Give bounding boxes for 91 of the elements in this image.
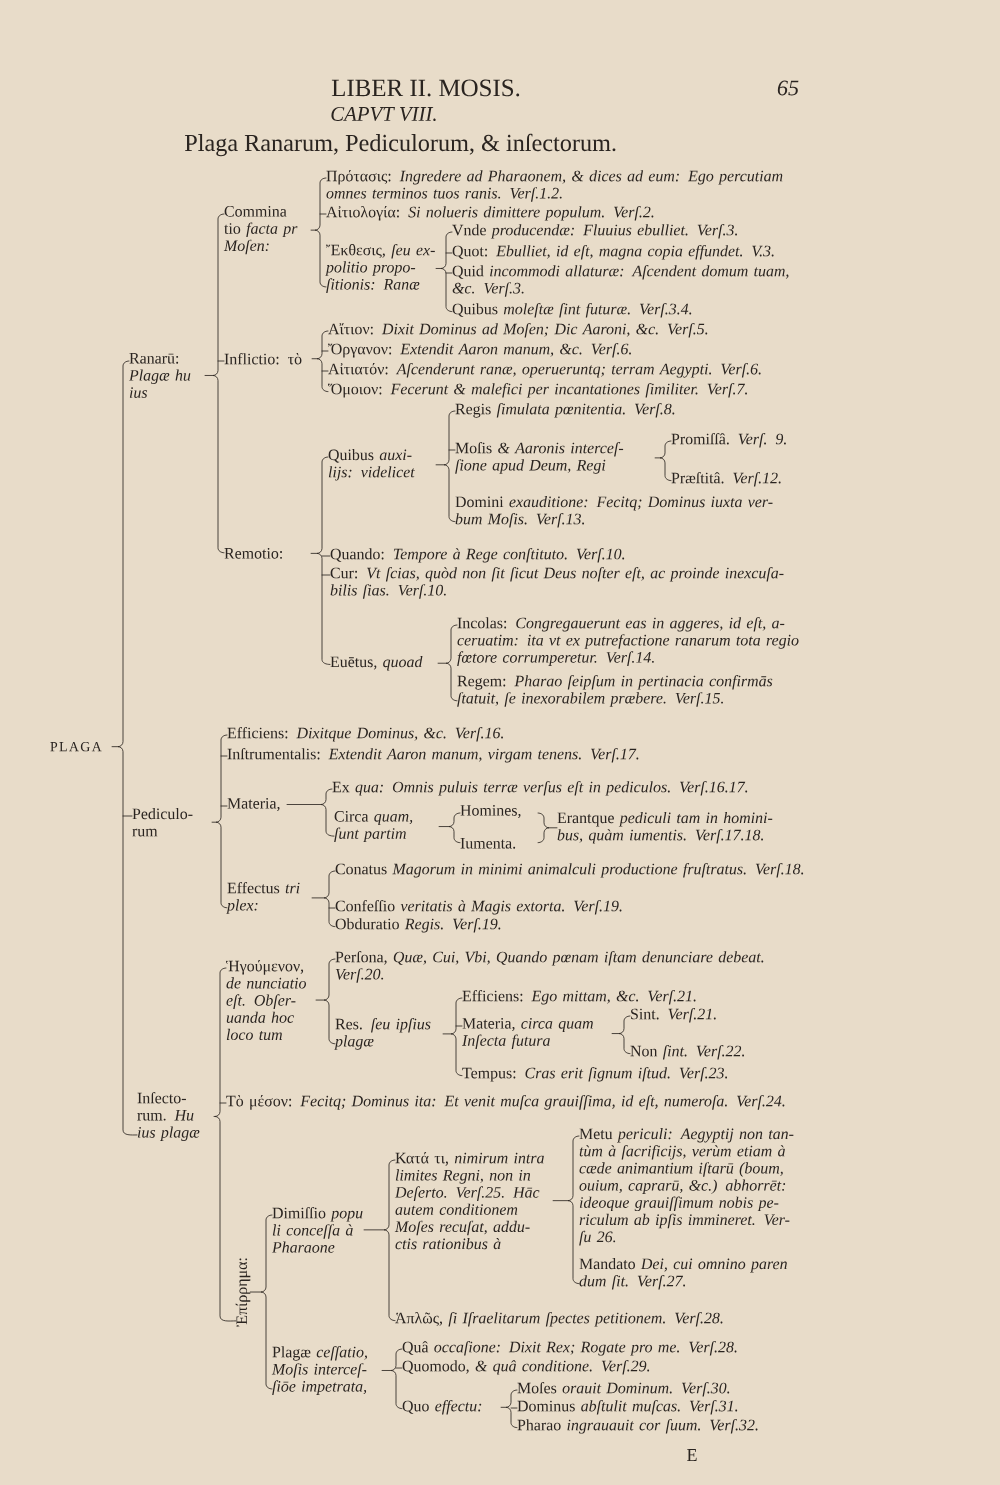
outline-heading: Quo effectu: <box>402 1400 482 1415</box>
outline-entry: Præſtitâ. Verſ.12. <box>671 472 781 487</box>
outline-heading: Quibus auxi- lijs: videlicet <box>328 449 415 481</box>
curly-brace <box>311 330 329 393</box>
outline-entry: Incolas: Congregauerunt eas in aggeres, id eſt, a- ceruatim: ita vt ex putrefactione ranarum tota regio fœtore corrumperetur. Verſ.14. <box>457 617 799 666</box>
curly-brace <box>552 1135 580 1285</box>
outline-heading: Ἔκθεσις, ſeu ex- politio propo- ſitionis: Ranæ <box>325 244 435 293</box>
outline-entry: Domini exauditione: Fecitq; Dominus iuxta ver- bum Moſis. Verſ.13. <box>455 496 773 528</box>
curly-brace <box>213 967 237 1322</box>
curly-brace <box>310 456 331 665</box>
outline-entry: Quando: Tempore à Rege conſtituto. Verſ.10. <box>330 548 625 563</box>
outline-heading: Inſecto- rum. Hu ius plagæ <box>137 1092 200 1141</box>
curly-brace <box>111 360 138 1136</box>
curly-brace <box>310 177 327 288</box>
outline-entry: Metu periculi: Aegyptij non tan- tùm à ſacrificijs, verùm etiam à cæde animantium iſtarū (boum, ouium, caprarū, &c.) abhorrēt: ideoque grauiſſimum nobis pe- riculum ab ipſis immineret. Ver- ſu 26. <box>579 1128 794 1246</box>
outline-entry: Quibus moleſtæ ſint futuræ. Verſ.3.4. <box>452 303 692 318</box>
outline-heading: Inflictio: τὸ <box>224 353 302 365</box>
outline-heading: Plagæ ceſſatio, Moſis interceſ- ſiōe impetrata, <box>271 1346 367 1395</box>
outline-entry: Promiſſâ. Verſ. 9. <box>671 433 786 448</box>
outline-heading: Moſis & Aaronis interceſ- ſione apud Deum, Regi <box>455 442 624 474</box>
curly-brace <box>442 997 463 1077</box>
outline-entry: Quomodo, & quâ conditione. Verſ.29. <box>402 1360 650 1375</box>
outline-heading: Remotio: <box>224 548 282 559</box>
outline-entry: Dominus abſtulit muſcas. Verſ.31. <box>517 1400 738 1415</box>
root-heading: PLAGA <box>50 742 102 752</box>
curly-brace <box>611 1015 631 1055</box>
outline-entry: Vnde producendæ: Fluuius ebulliet. Verſ.3. <box>452 224 737 239</box>
outline-entry: Perſona, Quæ, Cui, Vbi, Quando pœnam iſtam denunciare debeat. Verſ.20. <box>335 951 764 983</box>
outline-entry: Conatus Magorum in minimi animalculi productione fruſtratus. Verſ.18. <box>335 863 804 878</box>
curly-brace <box>249 1214 273 1390</box>
outline-entry: Efficiens: Dixitque Dominus, &c. Verſ.16. <box>227 727 503 742</box>
outline-heading: Ranarū: Plagæ hu ius <box>128 353 191 398</box>
outline-heading: Ἡγούμενον, de nunciatio eſt. Obſer- uanda hoc loco tum <box>226 960 306 1041</box>
outline-heading: Res. ſeu ipſius plagæ <box>334 1018 431 1050</box>
outline-heading: Κατά τι, nimirum intra limites Regni, non in Deſerto. Verſ.25. Hāc autem conditionem Moſes recuſat, addu- ctis rationibus à <box>394 1152 544 1250</box>
outline-heading: Euētus, quoad <box>330 656 423 671</box>
outline-entry: Ὄργανον: Extendit Aaron manum, &c. Verſ.6. <box>328 343 631 358</box>
outline-entry: Non ſint. Verſ.22. <box>630 1045 745 1060</box>
curly-brace <box>211 734 228 909</box>
chapter-heading: CAPVT VIII. <box>331 106 436 121</box>
running-head: LIBER II. MOSIS. <box>331 79 520 97</box>
section-title: Plaga Ranarum, Pediculorum, & inſectorum. <box>184 133 616 157</box>
outline-entry: Cur: Vt ſcias, quòd non ſit ſicut Deus noſter eſt, ac proinde inexcuſa- bilis ſias. Verſ.10. <box>330 567 784 599</box>
outline-entry: Regis ſimulata pœnitentia. Verſ.8. <box>455 403 675 418</box>
curly-brace <box>363 1159 396 1322</box>
curly-brace <box>438 812 461 844</box>
outline-entry: Πρότασις: Ingredere ad Pharaonem, & dices ad eum: Ego percutiam omnes terminos tuos ranis. Verſ.1.2. <box>326 170 783 202</box>
outline-entry: Quid incommodi allaturæ: Aſcendent domum tuam, &c. Verſ.3. <box>452 265 789 297</box>
curly-brace <box>500 1389 518 1429</box>
curly-brace <box>537 812 558 844</box>
outline-entry: Ὅμοιον: Fecerunt & malefici per incantationes ſimiliter. Verſ.7. <box>328 383 747 398</box>
outline-entry: Tempus: Cras erit ſignum iſtud. Verſ.23. <box>462 1067 728 1082</box>
outline-entry: Mandato Dei, cui omnino paren dum ſit. Verſ.27. <box>579 1258 787 1290</box>
outline-heading: Ἐπίρρημα: <box>235 1258 251 1327</box>
outline-entry: Αἰτιατόν: Aſcenderunt ranæ, operueruntq; terram Aegypti. Verſ.6. <box>328 363 761 378</box>
outline-entry: Inſtrumentalis: Extendit Aaron manum, virgam tenens. Verſ.17. <box>227 748 639 763</box>
outline-entry: Αἰτιολογία: Si nolueris dimittere populum. Verſ.2. <box>326 206 654 221</box>
outline-entry: Ex qua: Omnis puluis terræ verſus eſt in pediculos. Verſ.16.17. <box>332 781 748 796</box>
outline-heading: Effectus tri plex: <box>226 882 300 914</box>
curly-brace <box>437 624 458 702</box>
curly-brace <box>654 440 672 481</box>
outline-heading: Pediculo- rum <box>132 808 193 837</box>
curly-brace <box>315 958 336 1045</box>
outline-heading: Materia, circa quam Inſecta futura <box>461 1018 593 1050</box>
outline-entry: Τὸ μέσον: Fecitq; Dominus ita: Et venit muſca grauiſſima, id eſt, numeroſa. Verſ.24. <box>226 1095 785 1110</box>
signature-mark: E <box>687 1449 697 1461</box>
outline-heading: Dimiſſio popu li conceſſa à Pharaone <box>271 1207 363 1253</box>
page-number: 65 <box>777 80 799 96</box>
curly-brace <box>435 410 456 523</box>
outline-entry: Sint. Verſ.21. <box>631 1008 716 1023</box>
outline-heading: Iumenta. <box>460 838 516 849</box>
outline-heading: Homines, <box>460 805 521 818</box>
outline-entry: Moſes orauit Dominum. Verſ.30. <box>517 1382 730 1397</box>
outline-entry: Pharao ingrauauit cor ſuum. Verſ.32. <box>517 1419 758 1434</box>
outline-entry: Erantque pediculi tam in homini- bus, quàm iumentis. Verſ.17.18. <box>557 812 773 844</box>
outline-entry: Obduratio Regis. Verſ.19. <box>335 918 501 933</box>
outline-heading: Commina tio facta pr Moſen: <box>223 206 298 255</box>
outline-heading: Circa quam, ſunt partim <box>334 811 413 843</box>
outline-entry: Quot: Ebulliet, id eſt, magna copia effundet. V.3. <box>452 245 774 260</box>
outline-entry: Regem: Pharao ſeipſum in pertinacia confirmās ſtatuit, ſe inexorabilem præbere. Verſ.15. <box>457 675 773 707</box>
curly-brace <box>204 213 225 554</box>
curly-brace <box>435 231 453 312</box>
curly-brace <box>381 1348 403 1410</box>
outline-entry: Quâ occaſione: Dixit Rex; Rogate pro me. Verſ.28. <box>402 1341 737 1356</box>
outline-entry: Αἴτιον: Dixit Dominus ad Moſen; Dic Aaroni, &c. Verſ.5. <box>328 323 708 338</box>
outline-heading: Materia, <box>227 798 280 811</box>
outline-entry: Efficiens: Ego mittam, &c. Verſ.21. <box>462 990 696 1005</box>
curly-brace <box>286 788 335 837</box>
curly-brace <box>311 870 336 928</box>
outline-entry: Ἁπλῶς, ſi Iſraelitarum ſpectes petitionem. Verſ.28. <box>395 1312 723 1327</box>
outline-entry: Confeſſio veritatis à Magis extorta. Verſ.19. <box>335 900 622 915</box>
